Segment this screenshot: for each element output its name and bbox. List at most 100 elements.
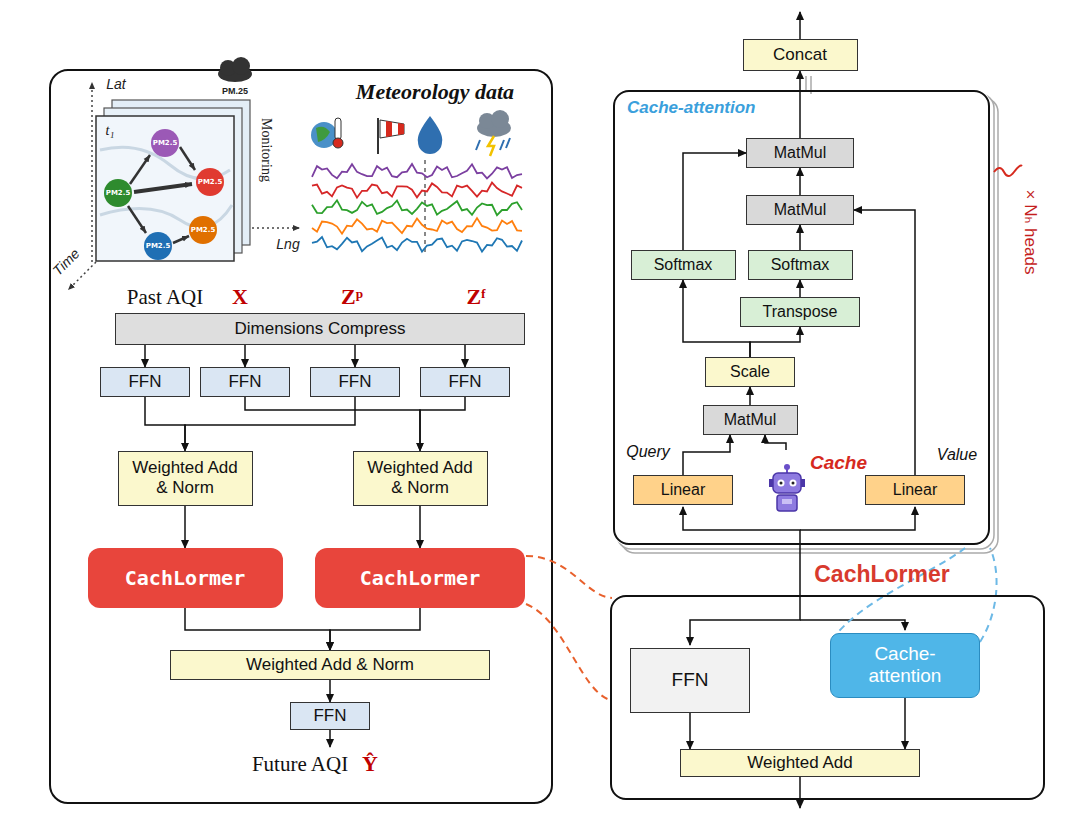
text-label: PM2.5: [191, 226, 216, 234]
panel-stack: [613, 90, 990, 545]
process-box: MatMul: [746, 138, 854, 168]
process-box: Weighted Add & Norm: [118, 451, 253, 506]
box-label: Weighted Add: [747, 753, 853, 773]
heads-brace: [994, 166, 1022, 176]
connector: [145, 397, 185, 451]
group-panel: Cache-attentionMatMulMatMulSoftmaxSoftma…: [613, 90, 990, 545]
connector: [185, 397, 355, 451]
connector: [799, 280, 801, 297]
zoom-leaders: [526, 548, 997, 700]
process-box: Weighted Add & Norm: [353, 451, 488, 506]
station-links: [128, 206, 146, 233]
process-box: FFN: [290, 702, 370, 730]
connector: [799, 168, 801, 195]
flow-lines: [799, 12, 801, 39]
weather-icons: [476, 138, 510, 150]
text-label: PM2.5: [153, 139, 178, 147]
box-label: FFN: [448, 372, 481, 392]
text-label: PM2.5: [106, 189, 131, 197]
text-label: Past AQI: [127, 285, 203, 310]
text-label: Query: [626, 443, 670, 461]
text-label: Lat: [106, 76, 125, 92]
meteorology-series: [312, 164, 522, 178]
connector: [330, 608, 420, 650]
text-label: PM2.5: [146, 242, 171, 250]
group-panel: CachLormerFFNCache-attentionWeighted Add: [610, 595, 1045, 800]
meteorology-series: [312, 200, 522, 215]
station-markers: [189, 216, 217, 244]
map-axes: [68, 82, 300, 290]
station-markers: [151, 129, 179, 157]
box-label: Transpose: [763, 303, 838, 321]
left-panel: [50, 70, 552, 803]
process-box: Linear: [633, 475, 733, 505]
connector: [245, 397, 420, 451]
process-box: Concat: [743, 39, 858, 71]
connector: [420, 397, 465, 451]
box-label: Weighted Add & Norm: [362, 458, 479, 497]
text-label: Ŷ: [362, 751, 378, 777]
box-label: Weighted Add & Norm: [127, 458, 244, 497]
weather-icons: [418, 116, 443, 154]
box-label: Cache-attention: [839, 643, 971, 687]
meteorology-series: [312, 218, 522, 234]
panel-heading: CachLormer: [814, 561, 949, 588]
process-box: FFN: [200, 367, 290, 397]
box-label: Softmax: [771, 256, 830, 274]
connector: [329, 680, 331, 702]
text-label: Meteorology data: [356, 79, 514, 105]
meteorology-series: [312, 160, 522, 256]
text-label: Value: [937, 446, 977, 464]
cache-icon: Cache: [768, 450, 878, 518]
box-label: FFN: [672, 669, 709, 691]
connector: [184, 506, 186, 549]
text-label: Zᵖ: [341, 284, 363, 310]
cloud-icon: [232, 57, 250, 75]
process-box: FFN: [420, 367, 510, 397]
cloud-icon: [218, 57, 252, 82]
text-label: X: [232, 284, 248, 310]
map-axes: [91, 82, 93, 262]
text-label: PM.25: [222, 86, 248, 96]
connector: [904, 698, 906, 750]
process-box: Weighted Add: [680, 749, 920, 777]
text-label: Zᶠ: [467, 284, 486, 310]
connector: [854, 210, 915, 475]
flow-lines: [799, 777, 801, 808]
text-label: Lng: [276, 236, 299, 252]
box-label: MatMul: [724, 411, 776, 429]
box-label: Linear: [893, 481, 937, 499]
connector: [464, 345, 466, 367]
meteorology-series: [312, 183, 522, 198]
weather-icons: [488, 136, 494, 156]
process-box: Dimensions Compress: [115, 313, 525, 345]
box-label: CachLormer: [125, 566, 245, 590]
text-label: Future AQI: [252, 752, 348, 777]
connector: [799, 225, 801, 250]
flow-lines: [329, 730, 331, 747]
connector: [683, 435, 730, 475]
text-label: PM2.5: [198, 178, 223, 186]
process-box: Linear: [865, 475, 965, 505]
station-links: [180, 147, 195, 170]
box-label: Concat: [773, 45, 827, 65]
panel-heading: Cache-attention: [627, 98, 755, 118]
box-label: Scale: [730, 363, 770, 381]
flow-lines: [800, 620, 905, 630]
flow-lines: [690, 598, 800, 645]
weather-icons: [335, 118, 341, 140]
zoom-leaders: [526, 604, 610, 700]
station-links: [173, 236, 189, 243]
heads-brace: [994, 166, 1022, 176]
connector: [799, 71, 801, 138]
box-label: CachLormer: [360, 566, 480, 590]
flow-lines: [683, 507, 800, 598]
zoom-leaders: [526, 556, 612, 598]
connector: [750, 327, 800, 357]
station-markers: [144, 232, 172, 260]
text-label: × Nₕ heads: [1020, 190, 1041, 275]
connector: [244, 345, 246, 367]
process-box: Softmax: [631, 250, 736, 280]
